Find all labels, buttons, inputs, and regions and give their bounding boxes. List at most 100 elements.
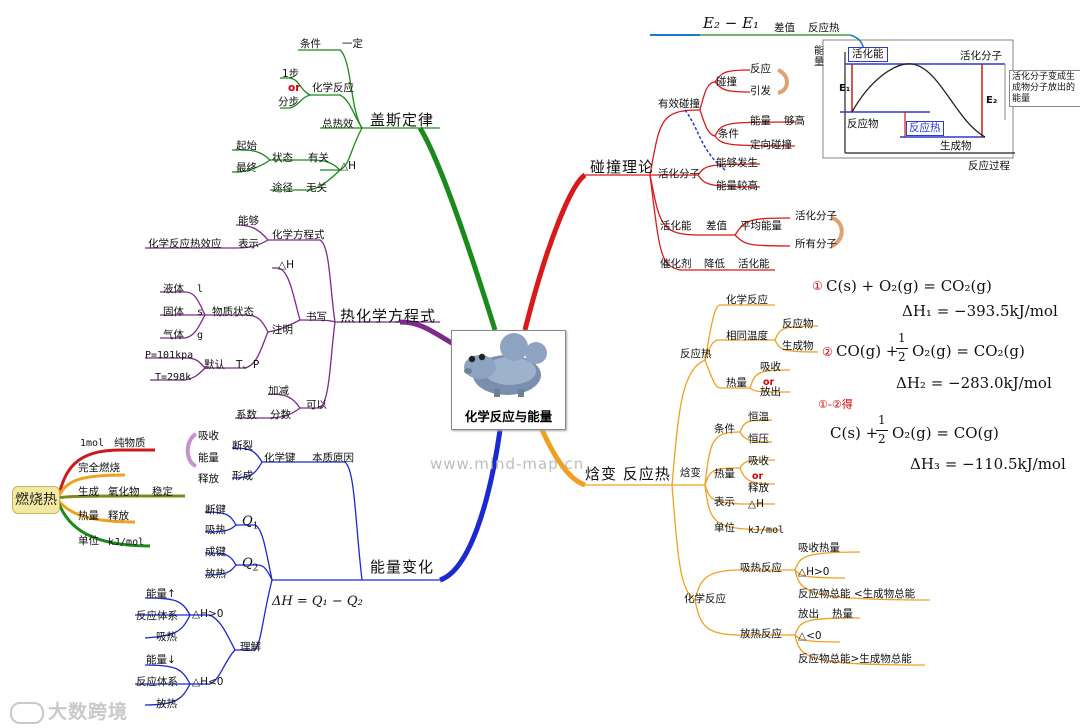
ent-dh-neg: △<0 xyxy=(798,630,822,642)
ent-const-temp: 恒温 xyxy=(748,411,769,423)
thermo-note: 注明 xyxy=(272,324,293,336)
energy-down: 能量↓ xyxy=(146,654,176,666)
col-react: 反应 xyxy=(750,63,771,75)
thermo-coeff: 系数 xyxy=(236,409,257,421)
logo: 大数跨境 xyxy=(10,697,128,724)
thermo-write: 书写 xyxy=(306,311,327,323)
center-node[interactable]: 化学反应与能量 xyxy=(451,330,566,430)
ent-dh-pos: △H>0 xyxy=(798,566,830,578)
hess-total: 总热效 xyxy=(322,118,354,130)
energy-form: 形成 xyxy=(232,470,253,482)
trunk-hess xyxy=(417,126,498,331)
hess-end: 最终 xyxy=(236,162,257,174)
ent-reactant: 反应物 xyxy=(782,318,814,330)
mouse-icon xyxy=(464,333,547,397)
thermo-liquid: 液体 xyxy=(163,283,184,295)
ent-show: 表示 xyxy=(714,496,735,508)
ent-exo-total: 反应物总能>生成物总能 xyxy=(798,653,912,665)
energy-diagram-graph xyxy=(822,39,1015,159)
comb-mol: 1mol xyxy=(80,438,105,449)
hess-dh: △H xyxy=(340,160,356,172)
branch-enthalpy-title[interactable]: 焓变 反应热 xyxy=(585,465,671,483)
ent-release: 放出 xyxy=(760,386,781,398)
diag-process: 反应过程 xyxy=(968,160,1010,172)
col-higher: 能量较高 xyxy=(716,180,758,192)
trunk-collision xyxy=(522,172,587,331)
branch-collision-title[interactable]: 碰撞理论 xyxy=(590,158,655,176)
hess-cond: 条件 xyxy=(300,38,321,50)
comb-unit: 单位 xyxy=(78,535,99,547)
col-avg-energy: 平均能量 xyxy=(740,220,782,232)
thermo-dh: △H xyxy=(278,259,294,271)
thermo-can: 能够 xyxy=(238,215,259,227)
energy-release: 释放 xyxy=(198,473,219,485)
hess-cond-val: 一定 xyxy=(342,38,363,50)
col-lower: 降低 xyxy=(704,258,725,270)
energy-release2: 放热 xyxy=(156,698,177,710)
eq3-fraction-bar xyxy=(876,430,888,431)
eq2-mark: ② xyxy=(822,345,833,359)
eq3-dh: ΔH₃ = −110.5kJ/mol xyxy=(910,455,1066,473)
comb-generate: 生成 xyxy=(78,486,99,498)
logo-text: 大数跨境 xyxy=(48,701,129,723)
energy-q1: Q1 xyxy=(242,514,259,532)
col-cond: 条件 xyxy=(718,128,739,140)
eq2-right: O₂(g) = CO₂(g) xyxy=(912,342,1025,360)
hess-or: or xyxy=(288,82,301,94)
top-formula: E₂ − E₁ xyxy=(703,14,760,32)
energy-energy: 能量 xyxy=(198,452,219,464)
thermo-ratio: 分数 xyxy=(270,409,291,421)
branch-combustion-title[interactable]: 燃烧热 xyxy=(12,486,60,514)
branch-thermo-title[interactable]: 热化学方程式 xyxy=(340,307,437,325)
ent-absorb2: 吸收 xyxy=(748,455,769,467)
comb-heat: 热量 xyxy=(78,510,99,522)
thermo-default: 默认 xyxy=(204,359,225,371)
energy-q2: Q2 xyxy=(242,556,259,574)
ent-enthalpy: 焓变 xyxy=(680,467,701,479)
ent-or: or xyxy=(763,377,775,388)
energy-system: 反应体系 xyxy=(136,610,178,622)
eq2-fraction-bar xyxy=(896,348,908,349)
col-can-happen: 能够发生 xyxy=(716,157,758,169)
branch-energy-title[interactable]: 能量变化 xyxy=(370,558,435,576)
col-catalyst: 催化剂 xyxy=(660,258,692,270)
energy-dh-lt: △H<0 xyxy=(192,676,224,688)
trunk-energy xyxy=(438,429,503,583)
eq3-left: C(s) + xyxy=(830,424,879,442)
diag-reactant: 反应物 xyxy=(847,118,879,130)
ent-chem-react: 化学反应 xyxy=(726,294,768,306)
eq1-dh: ΔH₁ = −393.5kJ/mol xyxy=(902,302,1058,320)
diag-e2: E₂ xyxy=(986,95,998,106)
thermo-ok: 可以 xyxy=(306,399,327,411)
eq2-half: 1 xyxy=(898,331,906,345)
thermo-show: 表示 xyxy=(238,238,259,250)
branch-hess-title[interactable]: 盖斯定律 xyxy=(370,111,435,129)
col-effective: 有效碰撞 xyxy=(658,98,700,110)
ent-const-press: 恒压 xyxy=(748,433,769,445)
center-title: 化学反应与能量 xyxy=(464,409,553,424)
eq-combine: ①-②得 xyxy=(818,398,853,411)
hess-step2: 分步 xyxy=(278,96,299,108)
diag-act-energy: 活化能 xyxy=(848,47,888,62)
ent-heat3: 热量 xyxy=(832,608,853,620)
thermo-gas: 气体 xyxy=(163,329,184,341)
ent-dh: △H xyxy=(748,498,764,510)
ent-absorb-heat: 吸收热量 xyxy=(798,542,840,554)
thermo-l: l xyxy=(197,284,204,295)
diag-active-mol: 活化分子 xyxy=(960,50,1002,62)
thermo-heat-eff: 化学反应热效应 xyxy=(148,238,222,250)
comb-stable: 稳定 xyxy=(152,486,173,498)
thermo-add: 加减 xyxy=(268,385,289,397)
ent-endo: 吸热反应 xyxy=(740,562,782,574)
col-collide: 碰撞 xyxy=(716,76,737,88)
watermark: www.mind-map.cn xyxy=(430,455,585,473)
ent-unit-val: kJ/mol xyxy=(748,525,785,536)
thermo-solid: 固体 xyxy=(163,306,184,318)
ent-heat: 热量 xyxy=(726,377,747,389)
energy-dh-formula: ΔH = Q₁ − Q₂ xyxy=(272,594,363,609)
energy-absorb2: 吸热 xyxy=(156,631,177,643)
hess-chem: 化学反应 xyxy=(312,82,354,94)
col-act-energy2: 活化能 xyxy=(738,258,770,270)
ent-release2: 释放 xyxy=(748,482,769,494)
